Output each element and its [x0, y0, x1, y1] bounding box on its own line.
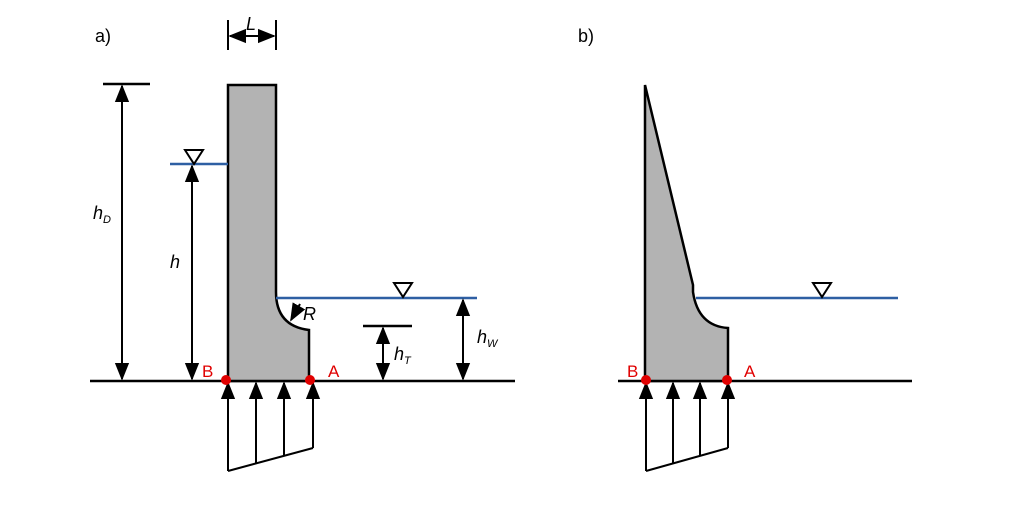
dim-L-label: L — [246, 14, 256, 34]
dimension-hT: hT — [363, 324, 412, 381]
water-level-symbol-icon — [811, 282, 833, 299]
panel-a-label: a) — [95, 26, 111, 46]
point-B-marker — [641, 375, 651, 385]
dam-body-a — [226, 83, 311, 383]
tailwater-level: hW — [276, 282, 499, 381]
point-A-marker — [305, 375, 315, 385]
panel-a: a) L hD h — [90, 14, 515, 472]
water-level-symbol-icon — [183, 149, 205, 166]
dim-hD-label: hD — [93, 203, 111, 226]
dimension-hD: hD — [93, 82, 150, 381]
radius-R: R — [290, 302, 316, 324]
point-A-label: A — [744, 362, 756, 381]
dim-R-label: R — [303, 304, 316, 324]
uplift-pressure-b — [638, 381, 736, 472]
point-B-label: B — [627, 362, 638, 381]
uplift-pressure-a — [220, 381, 321, 472]
upstream-water-level: h — [170, 149, 228, 381]
panel-b-label: b) — [578, 26, 594, 46]
dimension-L: L — [227, 14, 277, 50]
point-A-label: A — [328, 362, 340, 381]
dam-body-b — [643, 84, 730, 383]
point-A-marker — [722, 375, 732, 385]
dim-hW-label: hW — [477, 327, 499, 350]
panel-b: b) B A — [578, 26, 912, 472]
point-B-label: B — [202, 362, 213, 381]
dim-hT-label: hT — [394, 344, 412, 367]
point-B-marker — [221, 375, 231, 385]
dim-h-label: h — [170, 252, 180, 272]
water-level-symbol-icon — [392, 282, 414, 299]
